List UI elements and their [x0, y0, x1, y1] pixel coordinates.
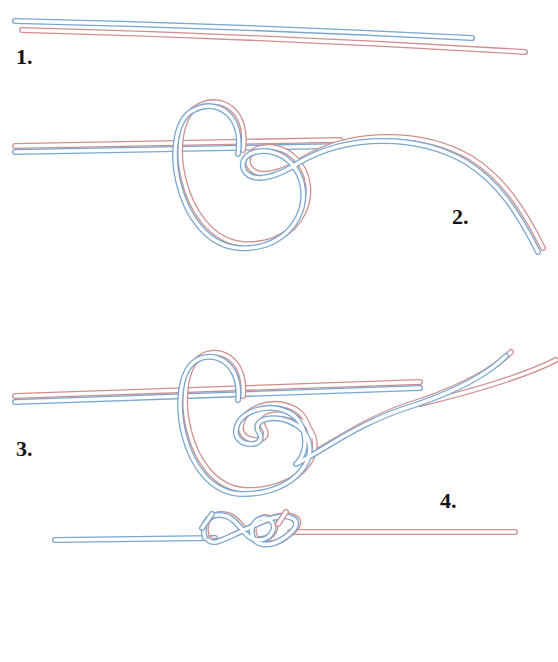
step-number: 2.: [452, 206, 469, 228]
step-number: 3.: [16, 438, 33, 460]
loop-step: [15, 102, 543, 252]
finished-knot: [55, 512, 515, 544]
wrap-step: [15, 352, 556, 494]
step-number: 1.: [16, 46, 33, 68]
step-number: 4.: [440, 490, 457, 512]
rope-strands: [15, 21, 525, 52]
